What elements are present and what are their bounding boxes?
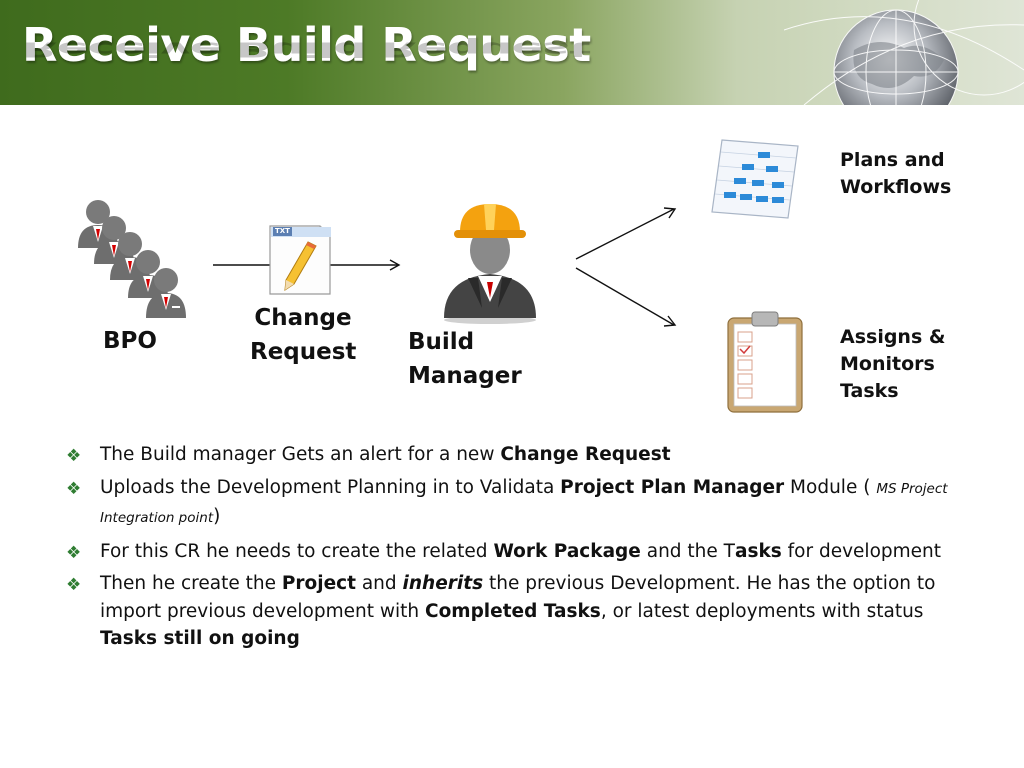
page-title-reflection: Receive Build Request: [22, 37, 591, 62]
doc-badge: TXT: [273, 227, 292, 236]
bpo-label: BPO: [103, 328, 157, 354]
globe-icon: [784, 0, 1024, 105]
diamond-bullet-icon: ❖: [66, 542, 82, 563]
bpo-people-icon: [78, 200, 186, 318]
workflow-chart-icon: [711, 139, 799, 219]
header-banner: Receive Build Request Receive Build Requ…: [0, 0, 1024, 105]
arrow-to-plans: [575, 208, 675, 260]
build-manager-label: Build Manager: [408, 329, 522, 389]
bullet-list: ❖The Build manager Gets an alert for a n…: [66, 441, 976, 658]
clipboard-tasks-icon: [727, 311, 803, 413]
diamond-bullet-icon: ❖: [66, 575, 82, 595]
diamond-bullet-icon: ❖: [66, 446, 82, 466]
diamond-bullet-icon: ❖: [66, 478, 82, 499]
page-title: Receive Build Request: [22, 18, 591, 72]
build-manager-icon: [444, 204, 536, 324]
bullet-item: ❖Then he create the Project and inherits…: [66, 573, 936, 649]
change-request-document-icon: TXT: [268, 224, 334, 296]
bullet-item: ❖Uploads the Development Planning in to …: [66, 476, 948, 528]
plans-workflows-label: Plans and Workflows: [840, 149, 952, 198]
change-request-label: Change Request: [250, 305, 357, 365]
arrow-to-tasks: [575, 267, 675, 326]
bullet-item: ❖For this CR he needs to create the rela…: [66, 538, 976, 566]
bullet-item: ❖The Build manager Gets an alert for a n…: [66, 441, 976, 469]
branch-arrows: [575, 207, 677, 327]
assigns-monitors-label: Assigns & Monitors Tasks: [840, 326, 946, 402]
